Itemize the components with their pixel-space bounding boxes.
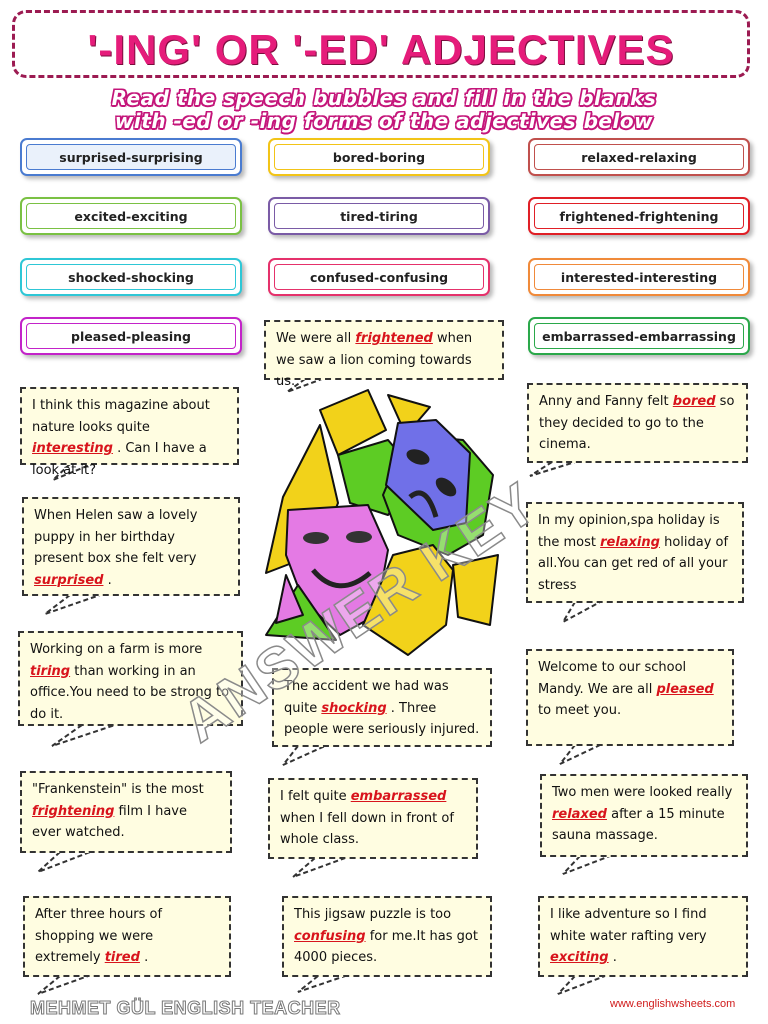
answer-10: embarrassed (350, 789, 447, 804)
answer-13: confusing (294, 928, 366, 944)
speech-bubble-12: After three hours of shopping we were ex… (23, 896, 231, 977)
speech-bubble-4: When Helen saw a lovely puppy in her bir… (22, 497, 240, 596)
word-box-shocked: shocked-shocking (20, 258, 242, 296)
theatre-masks-icon (265, 389, 499, 656)
answer-4: surprised (34, 572, 104, 588)
answer-2: interesting (32, 441, 113, 456)
word-box-tired: tired-tiring (268, 197, 490, 235)
answer-14: exciting (550, 950, 609, 965)
word-box-surprised: surprised-surprising (20, 138, 242, 176)
word-box-excited: excited-exciting (20, 197, 242, 235)
answer-9: frightening (32, 803, 115, 819)
speech-bubble-7: The accident we had was quite shocking .… (272, 668, 492, 747)
word-box-embarrassed: embarrassed-embarrassing (528, 317, 750, 355)
answer-8: pleased (656, 681, 714, 697)
website-credit: www.englishwsheets.com (610, 998, 736, 1010)
answer-7: shocking (321, 700, 387, 716)
speech-bubble-2: I think this magazine about nature looks… (20, 387, 239, 478)
page-title: '-ING' OR '-ED' ADJECTIVES (87, 26, 675, 73)
word-box-interested: interested-interesting (528, 258, 750, 296)
speech-bubble-3: Anny and Fanny felt bored so they decide… (527, 383, 748, 463)
speech-bubble-11: Two men were looked really relaxed after… (540, 774, 748, 857)
speech-bubble-1: We were all frightened when we saw a lio… (264, 320, 504, 389)
answer-3: bored (672, 394, 716, 409)
word-box-relaxed: relaxed-relaxing (528, 138, 750, 176)
instruction-line-2: with -ed or -ing forms of the adjectives… (114, 109, 654, 133)
speech-bubble-10: I felt quite embarrassed when I fell dow… (268, 778, 478, 859)
speech-bubble-6: Working on a farm is more tiring than wo… (18, 631, 243, 726)
title-box: '-ING' OR '-ED' ADJECTIVES (12, 10, 750, 78)
speech-bubble-5: In my opinion,spa holiday is the most re… (526, 502, 744, 603)
answer-11: relaxed (552, 806, 607, 822)
answer-1: frightened (355, 331, 433, 346)
speech-bubble-8: Welcome to our school Mandy. We are all … (526, 649, 734, 746)
speech-bubble-13: This jigsaw puzzle is too confusing for … (282, 896, 492, 977)
speech-bubble-14: I like adventure so I find white water r… (538, 896, 748, 977)
word-box-pleased: pleased-pleasing (20, 317, 242, 355)
answer-6: tiring (30, 663, 71, 679)
instruction-line-1: Read the speech bubbles and fill in the … (111, 86, 657, 110)
author-credit: MEHMET GÜL ENGLISH TEACHER (30, 998, 341, 1019)
word-box-bored: bored-boring (268, 138, 490, 176)
answer-12: tired (104, 950, 140, 965)
answer-5: relaxing (600, 534, 660, 550)
speech-bubble-9: "Frankenstein" is the most frightening f… (20, 771, 232, 853)
word-box-confused: confused-confusing (268, 258, 490, 296)
word-box-frightened: frightened-frightening (528, 197, 750, 235)
